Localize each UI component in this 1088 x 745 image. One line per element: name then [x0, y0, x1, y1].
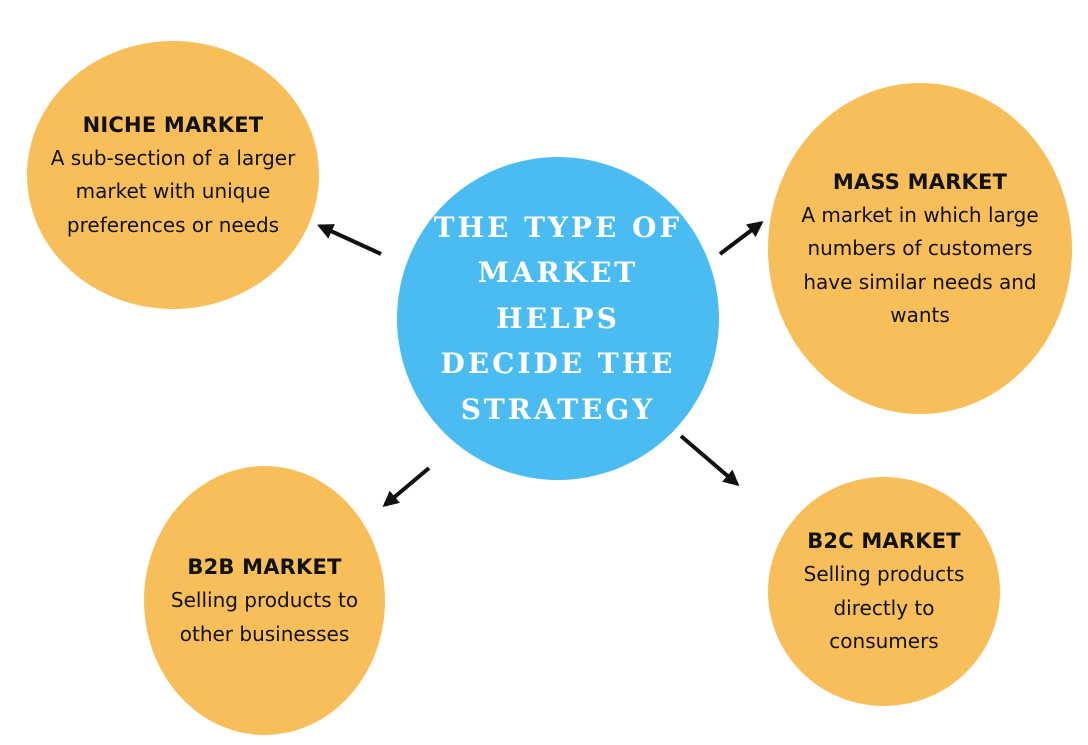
- mass-market-description: A market in which large numbers of custo…: [801, 202, 1039, 328]
- niche-market-description: A sub-section of a larger market with un…: [50, 145, 296, 237]
- b2b-market-title: B2B MARKET: [187, 555, 342, 579]
- b2b-market-node: B2B MARKET Selling products to other bus…: [144, 466, 385, 735]
- b2c-market-title: B2C MARKET: [807, 529, 961, 554]
- b2b-market-description: Selling products to other businesses: [170, 588, 359, 646]
- mass-market-title: MASS MARKET: [832, 169, 1008, 194]
- mass-market-node: MASS MARKET A market in which large numb…: [768, 83, 1072, 414]
- niche-market-title: NICHE MARKET: [82, 112, 264, 137]
- central-concept-node: THE TYPE OF MARKET HELPS DECIDE THE STRA…: [397, 157, 719, 480]
- b2c-market-description: Selling products directly to consumers: [803, 562, 965, 654]
- arrow-to-b2c: [679, 434, 740, 487]
- central-concept-text: THE TYPE OF MARKET HELPS DECIDE THE STRA…: [433, 210, 683, 426]
- arrow-to-niche: [317, 224, 382, 256]
- arrow-to-mass: [718, 221, 764, 256]
- niche-market-node: NICHE MARKET A sub-section of a larger m…: [27, 41, 319, 309]
- arrow-to-b2b: [382, 466, 431, 508]
- b2c-market-node: B2C MARKET Selling products directly to …: [768, 477, 1000, 706]
